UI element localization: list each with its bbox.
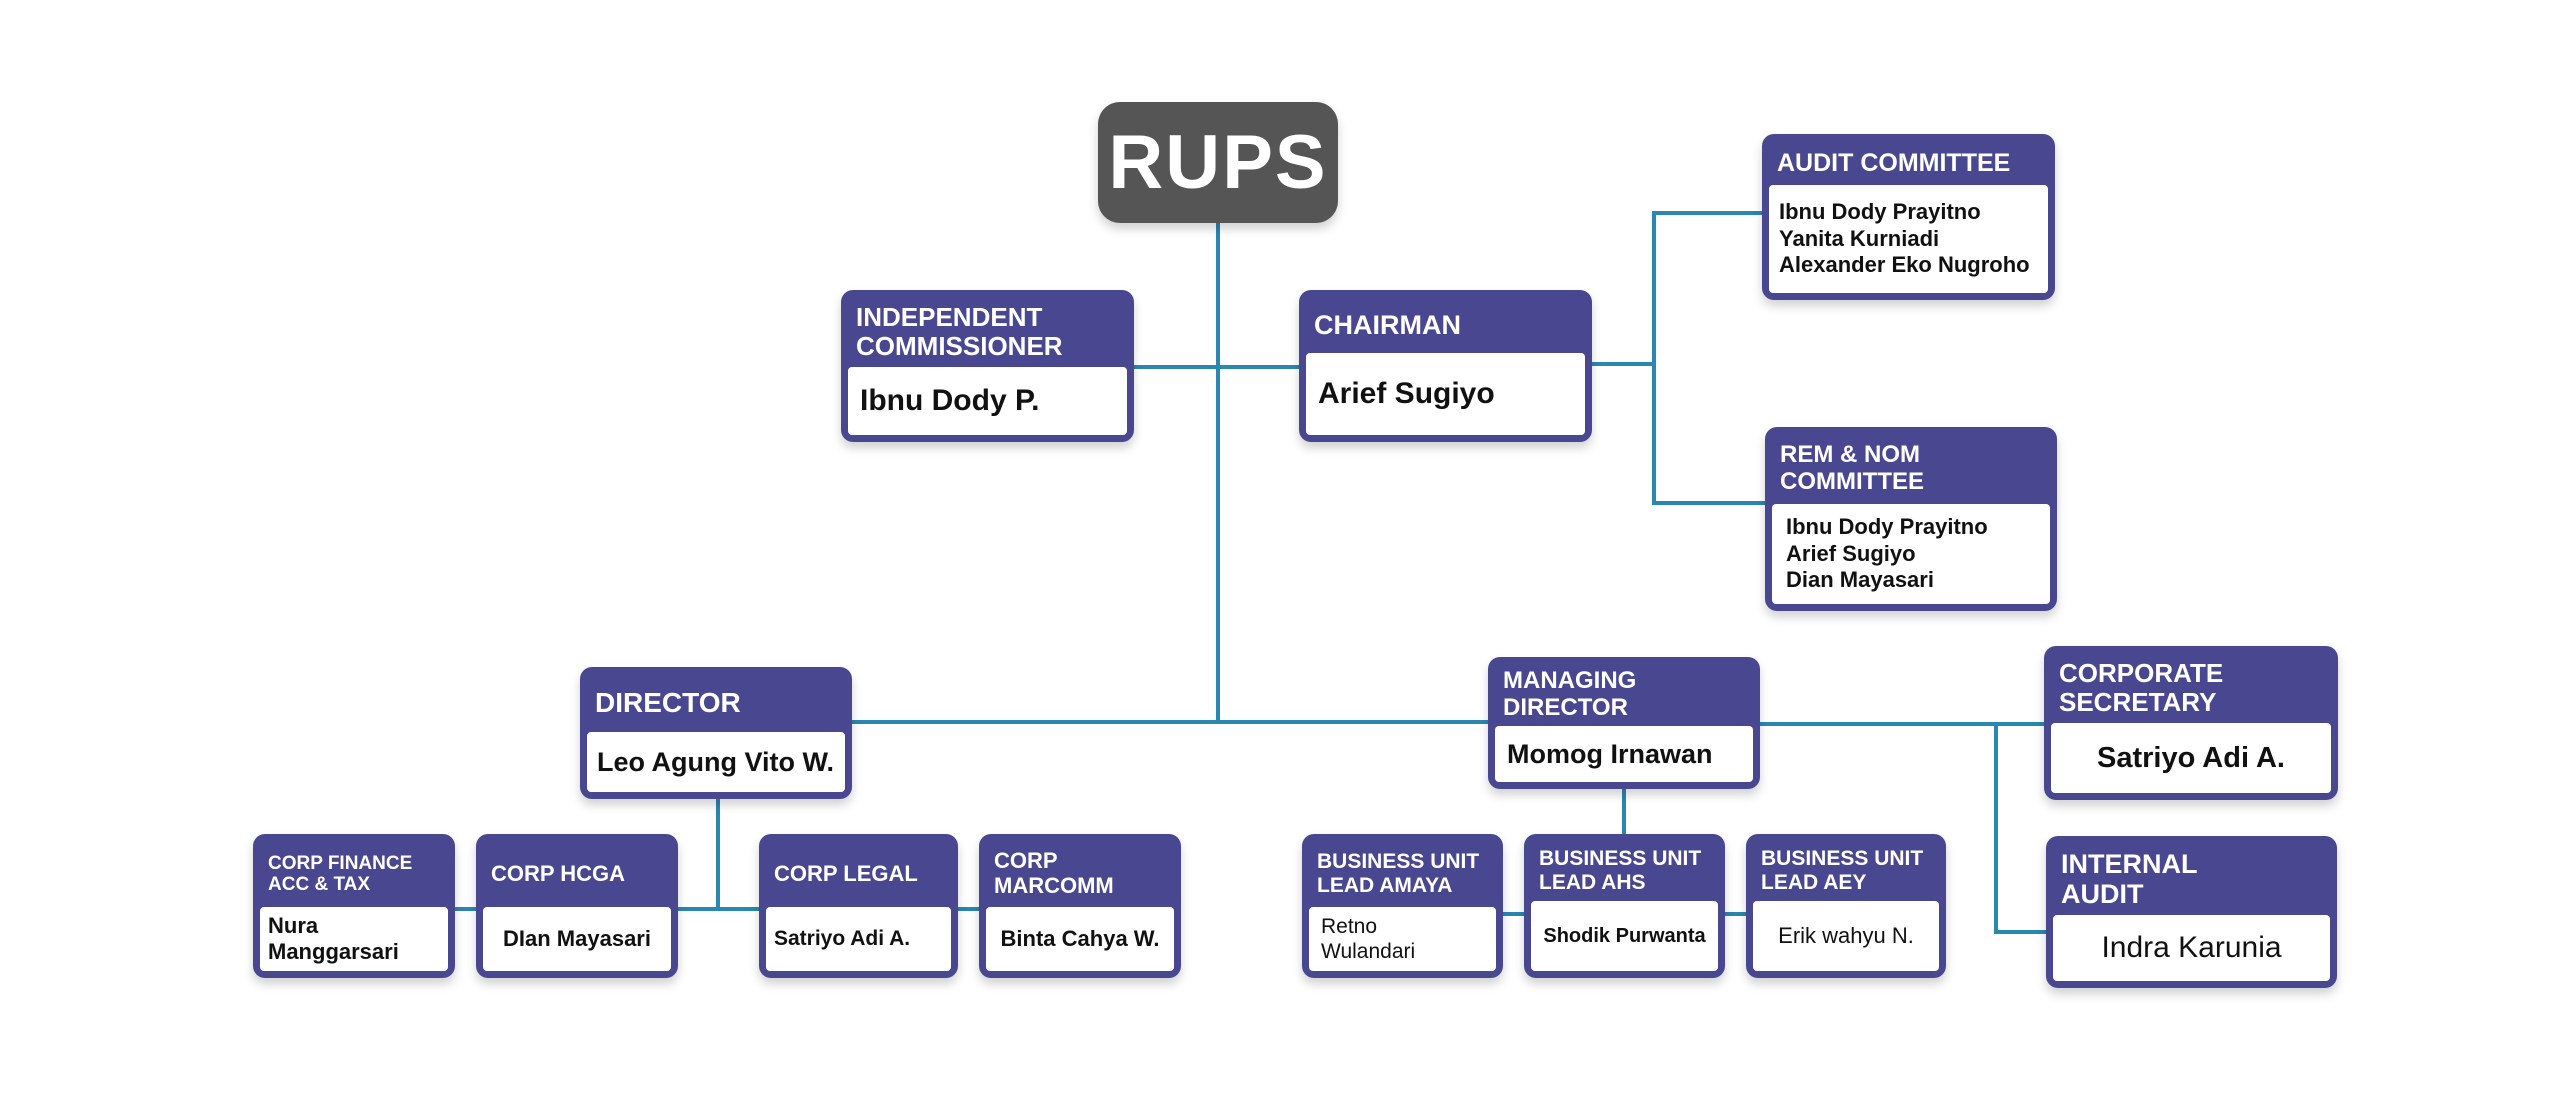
connector-md-right	[1760, 722, 2046, 726]
corp-finance-node: CORP FINANCE ACC & TAX Nura Manggarsari	[253, 834, 455, 978]
node-name: Indra Karunia	[2053, 915, 2330, 981]
node-title: CORP LEGAL	[774, 860, 918, 886]
node-title: BUSINESS UNIT LEAD AMAYA	[1317, 850, 1480, 897]
connector-board	[1134, 365, 1300, 369]
connector-md-down	[1622, 789, 1626, 836]
director-node: DIRECTOR Leo Agung Vito W.	[580, 667, 852, 799]
chairman-node: CHAIRMAN Arief Sugiyo	[1299, 290, 1592, 442]
node-name: Ibnu Dody P.	[848, 367, 1127, 435]
node-title: REM & NOM COMMITTEE	[1780, 441, 1924, 495]
node-name: Retno Wulandari	[1309, 907, 1496, 971]
member-list: Ibnu Dody Prayitno Arief Sugiyo Dian May…	[1772, 504, 2050, 604]
node-title: CORPORATE SECRETARY	[2059, 657, 2224, 717]
connector-rups-trunk	[1216, 210, 1220, 724]
bu-lead-aey-node: BUSINESS UNIT LEAD AEY Erik wahyu N.	[1746, 834, 1946, 978]
connector-director-down	[716, 799, 720, 909]
node-name: Shodik Purwanta	[1531, 901, 1718, 971]
node-title: CORP MARCOMM	[994, 848, 1114, 898]
connector-audit-committee	[1652, 211, 1764, 215]
node-name: DIan Mayasari	[483, 907, 671, 971]
bu-lead-ahs-node: BUSINESS UNIT LEAD AHS Shodik Purwanta	[1524, 834, 1725, 978]
node-title: MANAGING DIRECTOR	[1503, 667, 1637, 721]
node-name: Satriyo Adi A.	[766, 907, 951, 971]
rups-label: RUPS	[1108, 120, 1328, 205]
node-name: Satriyo Adi A.	[2051, 723, 2331, 793]
node-title: CORP FINANCE ACC & TAX	[268, 852, 413, 895]
node-title: BUSINESS UNIT LEAD AHS	[1539, 847, 1702, 894]
connector-rem-nom-committee	[1652, 501, 1766, 505]
corporate-secretary-node: CORPORATE SECRETARY Satriyo Adi A.	[2044, 646, 2338, 800]
member: Ibnu Dody Prayitno	[1779, 199, 1981, 225]
node-title: AUDIT COMMITTEE	[1777, 149, 2011, 177]
node-title: CORP HCGA	[491, 860, 626, 886]
audit-committee-node: AUDIT COMMITTEE Ibnu Dody Prayitno Yanit…	[1762, 134, 2055, 300]
rups-node: RUPS	[1098, 102, 1338, 223]
node-name: Leo Agung Vito W.	[587, 732, 845, 792]
internal-audit-node: INTERNAL AUDIT Indra Karunia	[2046, 836, 2337, 988]
node-title: CHAIRMAN	[1314, 309, 1461, 340]
connector-directors	[852, 720, 1488, 724]
independent-commissioner-node: INDEPENDENT COMMISSIONER Ibnu Dody P.	[841, 290, 1134, 442]
member-list: Ibnu Dody Prayitno Yanita Kurniadi Alexa…	[1769, 185, 2048, 293]
connector-chairman-committees	[1592, 362, 1656, 366]
member: Dian Mayasari	[1786, 567, 1934, 593]
member: Arief Sugiyo	[1786, 540, 1916, 566]
node-title: DIRECTOR	[595, 687, 741, 719]
node-name: Nura Manggarsari	[260, 907, 448, 971]
node-title: BUSINESS UNIT LEAD AEY	[1761, 847, 1924, 894]
node-title: INDEPENDENT COMMISSIONER	[856, 301, 1063, 361]
member: Ibnu Dody Prayitno	[1786, 514, 1988, 540]
node-name: Arief Sugiyo	[1306, 353, 1585, 435]
node-name: Momog Irnawan	[1495, 726, 1753, 782]
node-name: Erik wahyu N.	[1753, 901, 1939, 971]
corp-hcga-node: CORP HCGA DIan Mayasari	[476, 834, 678, 978]
member: Alexander Eko Nugroho	[1779, 252, 2030, 278]
bu-lead-amaya-node: BUSINESS UNIT LEAD AMAYA Retno Wulandari	[1302, 834, 1503, 978]
managing-director-node: MANAGING DIRECTOR Momog Irnawan	[1488, 657, 1760, 789]
connector-staff-bracket	[1994, 722, 1998, 934]
corp-legal-node: CORP LEGAL Satriyo Adi A.	[759, 834, 958, 978]
corp-marcomm-node: CORP MARCOMM Binta Cahya W.	[979, 834, 1181, 978]
node-title: INTERNAL AUDIT	[2061, 848, 2198, 909]
rem-nom-committee-node: REM & NOM COMMITTEE Ibnu Dody Prayitno A…	[1765, 427, 2057, 611]
member: Yanita Kurniadi	[1779, 225, 1940, 251]
connector-internal-audit	[1994, 930, 2048, 934]
connector-committee-bracket	[1652, 211, 1656, 505]
node-name: Binta Cahya W.	[986, 907, 1174, 971]
